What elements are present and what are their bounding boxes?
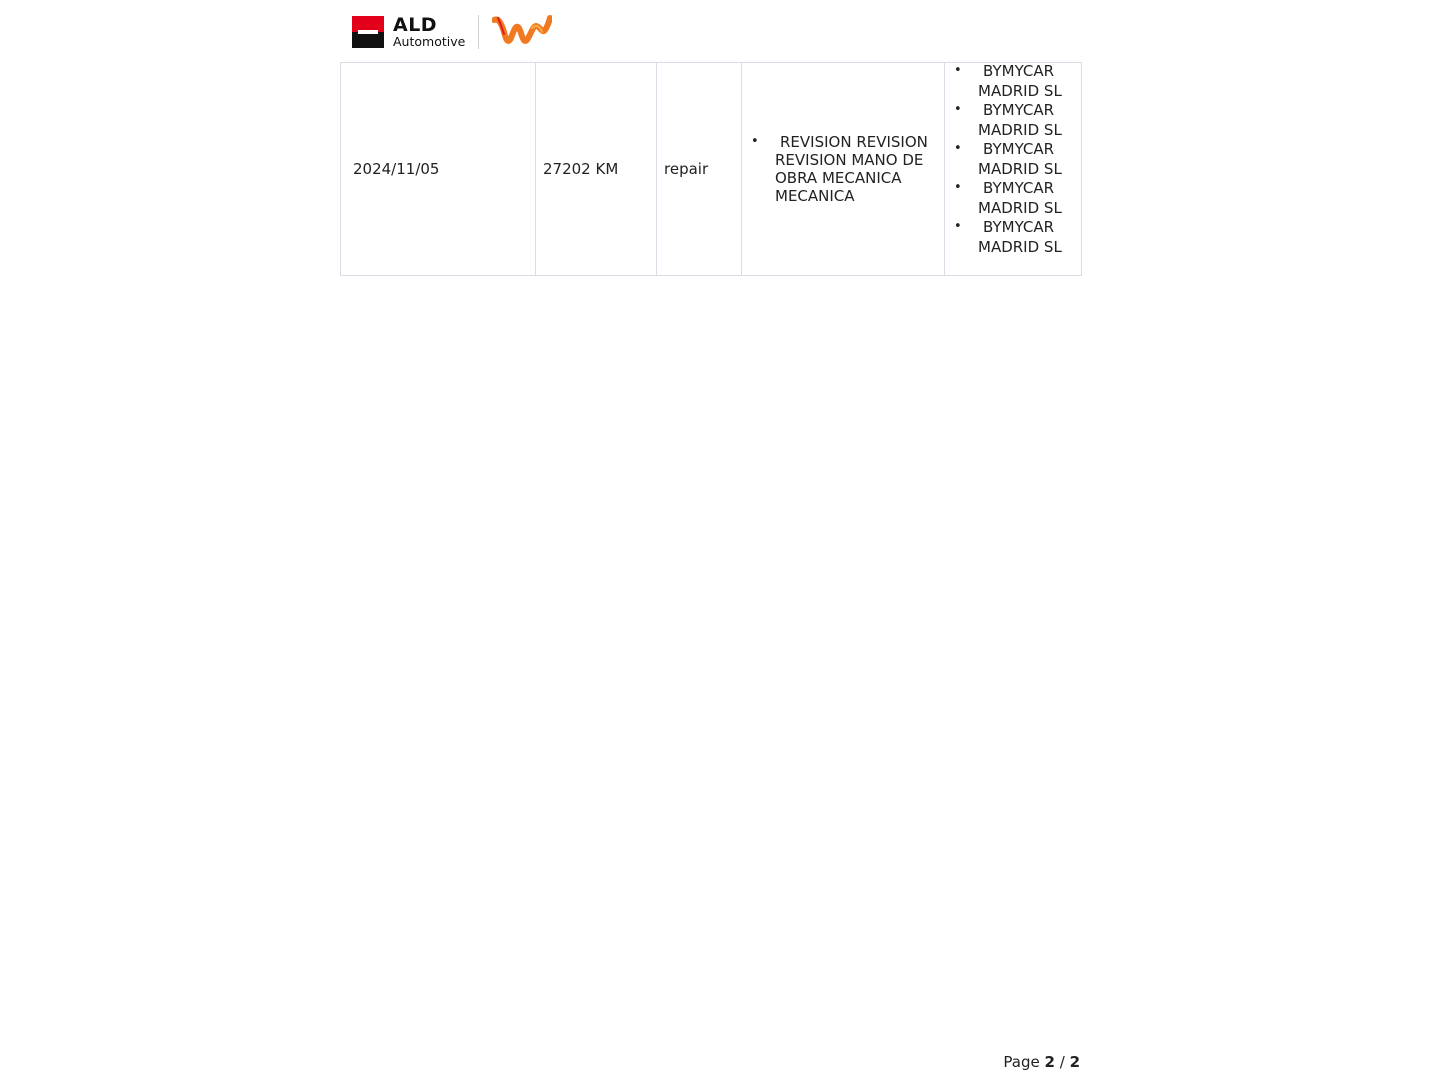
partner-logo-icon: [492, 15, 553, 44]
list-item: BYMYCAR MADRID SL: [945, 100, 1081, 140]
provider-item: BYMYCAR MADRID SL: [978, 62, 1062, 100]
type-cell: repair: [656, 62, 742, 276]
page-number: Page 2 / 2: [1003, 1053, 1080, 1071]
table-row: 2024/11/05 27202 KM repair REVISION REVI…: [340, 61, 1082, 276]
provider-cell: BYMYCAR MADRID SL BYMYCAR MADRID SL BYMY…: [944, 61, 1082, 276]
list-item: BYMYCAR MADRID SL: [945, 178, 1081, 218]
description-cell: REVISION REVISION REVISION MANO DE OBRA …: [741, 62, 945, 276]
ald-automotive-logo: ALD Automotive: [352, 13, 466, 49]
mileage-cell: 27202 KM: [535, 62, 657, 276]
logo-divider: [478, 15, 480, 49]
page-label: Page: [1003, 1053, 1040, 1071]
page-separator: /: [1059, 1053, 1065, 1071]
provider-list: BYMYCAR MADRID SL BYMYCAR MADRID SL BYMY…: [945, 61, 1081, 257]
page-header: ALD Automotive: [352, 13, 553, 50]
list-item: REVISION REVISION REVISION MANO DE OBRA …: [742, 133, 944, 205]
provider-item: BYMYCAR MADRID SL: [978, 101, 1062, 139]
provider-item: BYMYCAR MADRID SL: [978, 140, 1062, 178]
list-item: BYMYCAR MADRID SL: [945, 61, 1081, 101]
ald-logo-title: ALD: [393, 13, 438, 36]
ald-logo-icon: [352, 16, 384, 48]
description-list: REVISION REVISION REVISION MANO DE OBRA …: [742, 133, 944, 205]
date-cell: 2024/11/05: [340, 62, 536, 276]
total-pages: 2: [1069, 1053, 1080, 1071]
list-item: BYMYCAR MADRID SL: [945, 139, 1081, 179]
current-page: 2: [1044, 1053, 1055, 1071]
ald-logo-subtitle: Automotive: [393, 33, 466, 49]
provider-item: BYMYCAR MADRID SL: [978, 179, 1062, 217]
description-item: REVISION REVISION REVISION MANO DE OBRA …: [775, 133, 928, 205]
maintenance-history-table: 2024/11/05 27202 KM repair REVISION REVI…: [340, 61, 1082, 276]
list-item: BYMYCAR MADRID SL: [945, 217, 1081, 257]
provider-item: BYMYCAR MADRID SL: [978, 218, 1062, 256]
